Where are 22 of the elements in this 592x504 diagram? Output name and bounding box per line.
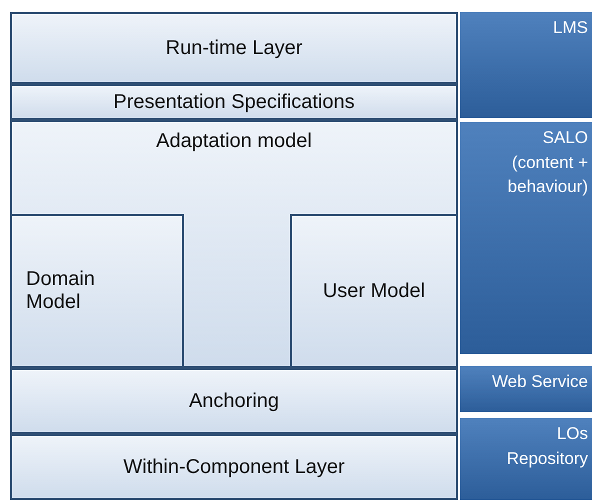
platform-box [460, 122, 592, 354]
platform-box [460, 12, 592, 118]
model-box [290, 214, 456, 366]
layer-label: Run-time Layer [166, 36, 302, 60]
model-box [12, 214, 184, 366]
layer-label: Within-Component Layer [123, 456, 345, 478]
platform-box [460, 418, 592, 500]
platform-label: LOs Repository [506, 423, 588, 470]
layer-label: Domain Model [26, 268, 96, 314]
layer-box [10, 434, 458, 500]
platform-label: LMS [553, 17, 588, 39]
layer-box [10, 368, 458, 434]
layer-box [10, 84, 458, 120]
layer-label: Anchoring [188, 390, 280, 412]
layer-box [10, 12, 458, 84]
platform-label: Web Service [492, 371, 588, 393]
platform-label: SALO (content + behaviour) [506, 127, 588, 198]
layer-label: Presentation Specifications [113, 90, 355, 114]
platform-box [460, 366, 592, 412]
layer-label: User Model [322, 280, 426, 302]
layer-box [10, 120, 458, 368]
layer-label: Adaptation model [156, 130, 312, 153]
